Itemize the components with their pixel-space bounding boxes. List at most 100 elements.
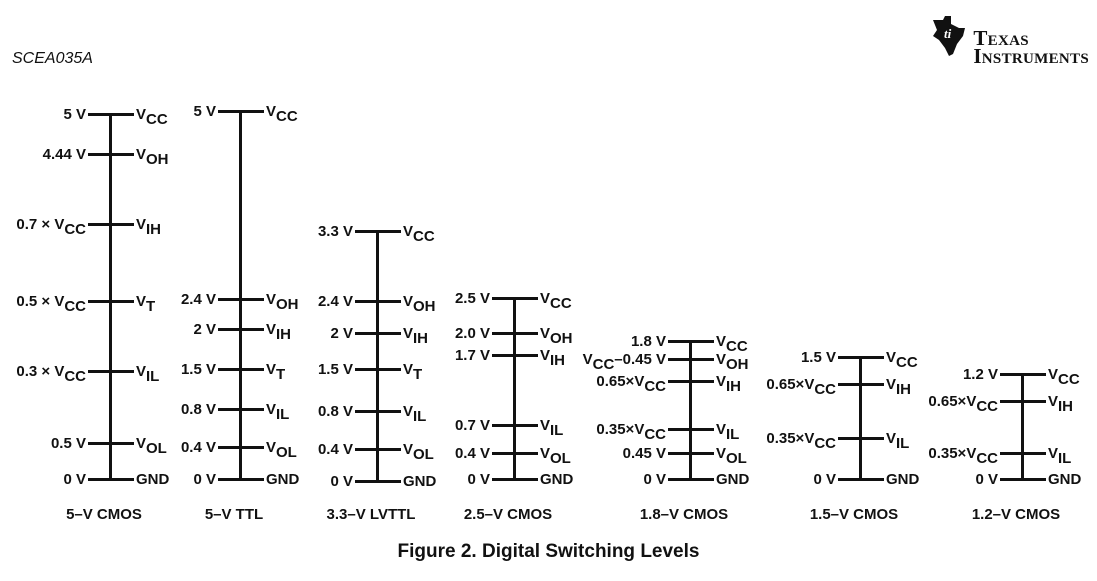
- label-main: 0.7 × V: [16, 216, 65, 233]
- label-subscript: OH: [550, 330, 573, 347]
- column-title: 2.5–V CMOS: [463, 506, 553, 523]
- label-main: 1.5 V: [317, 361, 353, 378]
- level-tick: [355, 448, 401, 451]
- voltage-value-label: 0.65×VCC: [596, 374, 666, 395]
- level-tick: [1000, 452, 1046, 455]
- label-subscript: CC: [814, 435, 836, 452]
- label-main: V: [403, 293, 414, 310]
- level-tick: [492, 452, 538, 455]
- column-title: 1.2–V CMOS: [971, 506, 1061, 523]
- column-title: 1.8–V CMOS: [639, 506, 729, 523]
- label-main: V: [136, 293, 147, 310]
- label-subscript: IL: [1058, 450, 1072, 467]
- voltage-axis: [689, 340, 692, 481]
- voltage-value-label: 0 V: [330, 474, 353, 490]
- label-subscript: CC: [1058, 371, 1080, 388]
- label-main: 2 V: [193, 321, 216, 338]
- signal-name-label: VOH: [716, 352, 749, 373]
- label-subscript: OH: [726, 356, 749, 373]
- label-main: 3.3 V: [317, 223, 353, 240]
- label-main: V: [266, 321, 277, 338]
- label-main: V: [136, 216, 147, 233]
- label-subscript: IL: [726, 426, 740, 443]
- label-main: 0.7 V: [454, 417, 490, 434]
- level-tick: [218, 368, 264, 371]
- label-subscript: CC: [550, 295, 572, 312]
- signal-name-label: VIH: [886, 377, 911, 398]
- label-subscript: IH: [1058, 398, 1074, 415]
- voltage-value-label: 2.4 V: [181, 292, 216, 308]
- voltage-value-label: 2 V: [193, 322, 216, 338]
- voltage-value-label: 0 V: [467, 472, 490, 488]
- voltage-value-label: 0.4 V: [318, 442, 353, 458]
- column-title: 5–V TTL: [204, 506, 264, 523]
- document-id: SCEA035A: [12, 50, 93, 67]
- label-subscript: OL: [276, 444, 297, 461]
- label-subscript: OH: [276, 296, 299, 313]
- label-subscript: CC: [976, 398, 998, 415]
- signal-name-label: VCC: [540, 291, 572, 312]
- label-main: V: [403, 223, 414, 240]
- signal-name-label: VCC: [136, 106, 168, 128]
- svg-text:ti: ti: [944, 26, 952, 41]
- voltage-value-label: 0.65×VCC: [766, 376, 836, 398]
- level-tick: [668, 380, 714, 383]
- signal-name-label: VCC: [1048, 367, 1080, 388]
- level-tick: [1000, 478, 1046, 481]
- label-main: 1.2 V: [962, 366, 998, 383]
- label-main: 0.65×V: [766, 376, 815, 393]
- level-tick: [218, 446, 264, 449]
- label-main: GND: [1048, 471, 1082, 488]
- signal-name-label: VIL: [266, 402, 289, 423]
- signal-name-label: VIH: [266, 321, 291, 343]
- signal-name-label: GND: [540, 472, 573, 488]
- voltage-value-label: 2.5 V: [455, 291, 490, 307]
- level-tick: [492, 354, 538, 357]
- figure-caption: Figure 2. Digital Switching Levels: [397, 541, 700, 562]
- signal-name-label: GND: [1048, 472, 1081, 488]
- level-tick: [355, 410, 401, 413]
- level-tick: [355, 230, 401, 233]
- label-main: V: [136, 106, 147, 123]
- label-subscript: CC: [413, 228, 435, 245]
- voltage-value-label: 1.5 V: [318, 362, 353, 378]
- label-main: 0.35×V: [766, 430, 815, 447]
- level-tick: [668, 478, 714, 481]
- label-subscript: CC: [976, 450, 998, 467]
- voltage-value-label: 0.5 V: [51, 436, 86, 452]
- signal-name-label: VIH: [540, 348, 565, 369]
- signal-name-label: VOL: [403, 442, 434, 463]
- voltage-axis: [1021, 373, 1024, 481]
- signal-name-label: GND: [886, 472, 919, 488]
- level-tick: [492, 332, 538, 335]
- label-main: GND: [403, 473, 437, 490]
- label-subscript: IH: [413, 330, 429, 347]
- label-subscript: CC: [64, 368, 86, 385]
- label-main: V: [716, 333, 727, 350]
- label-main: GND: [886, 471, 920, 488]
- signal-name-label: VOH: [266, 291, 299, 313]
- label-subscript: OL: [413, 446, 434, 463]
- voltage-value-label: 5 V: [193, 104, 216, 120]
- level-tick: [218, 408, 264, 411]
- label-main: V: [1048, 445, 1059, 462]
- label-subscript: CC: [276, 108, 298, 125]
- label-main: 1.5 V: [180, 361, 216, 378]
- voltage-value-label: 0.8 V: [318, 404, 353, 420]
- label-main: 0 V: [467, 471, 490, 488]
- voltage-value-label: 1.8 V: [631, 334, 666, 350]
- label-subscript: T: [146, 298, 156, 315]
- level-tick: [218, 328, 264, 331]
- signal-name-label: VOL: [716, 446, 747, 467]
- label-main: 1.7 V: [454, 347, 490, 364]
- signal-name-label: VOL: [540, 446, 571, 467]
- level-tick: [492, 478, 538, 481]
- column-title: 3.3–V LVTTL: [326, 506, 416, 523]
- label-subscript: OH: [413, 298, 436, 315]
- label-subscript: CC: [644, 378, 666, 395]
- label-main: 0.8 V: [180, 401, 216, 418]
- label-main: 0 V: [63, 471, 86, 488]
- label-main: V: [1048, 393, 1059, 410]
- label-main: V: [266, 103, 277, 120]
- label-main: V: [266, 291, 277, 308]
